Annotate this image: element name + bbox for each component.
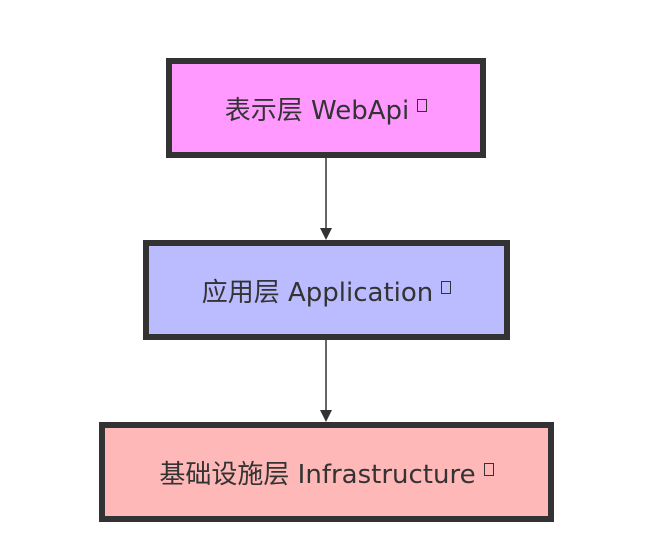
missing-glyph-icon [417, 98, 428, 112]
node-infrastructure-label: 基础设施层 Infrastructure [159, 459, 476, 490]
node-webapi: 表示层 WebApi [166, 58, 486, 158]
arrowhead-application-to-infrastructure [320, 410, 332, 422]
node-application-label: 应用层 Application [201, 277, 434, 308]
node-webapi-label: 表示层 WebApi [224, 95, 410, 126]
missing-glyph-icon [483, 462, 494, 476]
node-application: 应用层 Application [143, 240, 510, 340]
node-infrastructure: 基础设施层 Infrastructure [99, 422, 554, 522]
missing-glyph-icon [441, 280, 452, 294]
arrowhead-webapi-to-application [320, 228, 332, 240]
